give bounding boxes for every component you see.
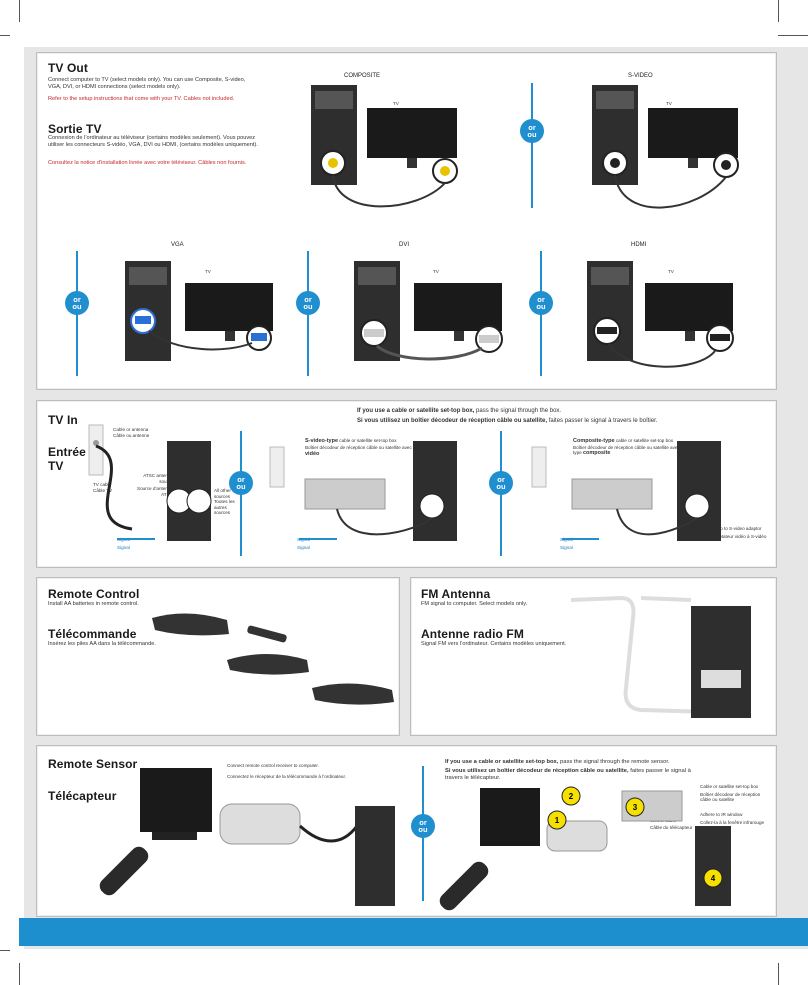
remote-sensor-desc-fr: Connectez le récepteur de la télécommand… (227, 774, 346, 779)
tv-label: TV (433, 269, 439, 274)
tv-in-panel: TV In Entrée TV If you use a cable or sa… (36, 400, 777, 568)
tv-in-illustrations (88, 424, 721, 541)
sortie-tv-title: Sortie TV (48, 122, 102, 136)
entree-tv-title: Entrée TV (48, 445, 86, 473)
antenne-fm-title: Antenne radio FM (421, 627, 524, 641)
dvi-label: DVI (399, 242, 410, 248)
tv-label: TV (205, 269, 211, 274)
composite-type-label: Composite-type cable or satellite set-to… (573, 438, 709, 457)
remote-control-title: Remote Control (48, 587, 140, 601)
tv-label: TV (666, 101, 672, 106)
vga-label: VGA (171, 242, 184, 248)
step-4: 4 (711, 874, 716, 883)
remote-control-illustration (152, 613, 394, 705)
crop-mark (19, 0, 20, 22)
signal-label: Signal (297, 545, 310, 550)
fm-antenna-illustration (570, 595, 751, 718)
tv-out-panel: TV Out Connect computer to TV (select mo… (36, 52, 777, 390)
remote-control-desc: Install AA batteries in remote control. (48, 601, 139, 607)
step-2: 2 (569, 792, 574, 801)
crop-mark (778, 0, 779, 22)
tv-out-desc: Connect computer to TV (select models on… (48, 77, 246, 90)
tv-out-illustrations (125, 85, 739, 368)
telecapteur-title: Télécapteur (48, 789, 117, 803)
remote-sensor-desc-en: Connect remote control receiver to compu… (227, 763, 319, 768)
divider-line (531, 83, 533, 208)
tv-label: TV (668, 269, 674, 274)
remote-sensor-illustration: 1 2 3 4 (99, 768, 731, 911)
fm-antenna-desc: FM signal to computer. Select models onl… (421, 601, 528, 607)
svideo-label: S-VIDEO (628, 73, 653, 79)
crop-mark (778, 963, 779, 985)
fm-antenna-title: FM Antenna (421, 587, 491, 601)
signal-label: Signal (560, 545, 573, 550)
remote-sensor-panel: Remote Sensor Télécapteur Connect remote… (36, 745, 777, 917)
crop-mark (19, 963, 20, 985)
signal-label: Signal (117, 545, 130, 550)
svideo-diagram (592, 85, 739, 209)
tv-label: TV (393, 101, 399, 106)
dvi-diagram (354, 261, 503, 361)
footer-bar (19, 918, 808, 946)
sensor-stb-note-fr: Si vous utilisez un boîtier décodeur de … (445, 768, 691, 781)
set-top-note-en: If you use a cable or satellite set-top … (357, 408, 562, 414)
step-1: 1 (555, 816, 560, 825)
antenne-fm-desc: Signal FM vers l’ordinateur. Certains mo… (421, 641, 567, 647)
sortie-tv-desc: Connexion de l’ordinateur au téléviseur … (48, 135, 258, 148)
tv-out-title: TV Out (48, 61, 88, 75)
fm-antenna-panel: FM Antenna FM signal to computer. Select… (410, 577, 777, 736)
crop-mark (0, 950, 10, 951)
remote-sensor-title: Remote Sensor (48, 757, 138, 771)
composite-diagram (311, 85, 458, 208)
step-3: 3 (633, 803, 638, 812)
tv-in-title: TV In (48, 413, 78, 427)
hdmi-diagram (587, 261, 734, 368)
set-top-note-fr: Si vous utilisez un boîtier décodeur de … (357, 418, 658, 424)
hdmi-label: HDMI (631, 242, 647, 248)
tv-out-note: Refer to the setup instructions that com… (48, 96, 235, 102)
remote-control-panel: Remote Control Install AA batteries in r… (36, 577, 400, 736)
telecommande-title: Télécommande (48, 627, 137, 641)
crop-mark (778, 35, 808, 36)
vga-diagram (125, 261, 273, 361)
sortie-tv-note: Consultez la notice d’installation livré… (48, 160, 247, 166)
composite-label: COMPOSITE (344, 73, 381, 79)
telecommande-desc: Insérez les piles AA dans la télécommand… (48, 641, 156, 647)
sensor-stb-note-en: If you use a cable or satellite set-top … (445, 759, 670, 765)
crop-mark (0, 35, 10, 36)
